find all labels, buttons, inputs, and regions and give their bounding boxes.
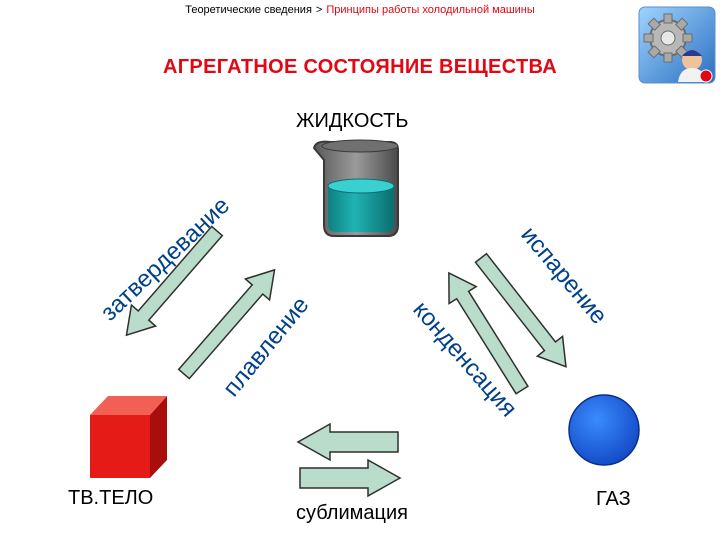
beaker-icon: [312, 139, 399, 237]
breadcrumb: Теоретические сведения>Принципы работы х…: [0, 4, 720, 16]
breadcrumb-root[interactable]: Теоретические сведения: [185, 4, 312, 16]
breadcrumb-separator: >: [315, 4, 323, 16]
state-label-liquid: ЖИДКОСТЬ: [296, 110, 409, 132]
page-title: АГРЕГАТНОЕ СОСТОЯНИЕ ВЕЩЕСТВА: [163, 56, 557, 78]
state-label-solid: ТВ.ТЕЛО: [68, 487, 154, 509]
gear-worker-logo-icon[interactable]: [638, 6, 716, 84]
arrow-melting: [177, 268, 276, 380]
arrow-solidification: [125, 225, 224, 337]
transition-label-solidification: затвердевание: [96, 192, 236, 326]
arrow-deposition: [296, 422, 399, 462]
arrow-evaporation: [474, 252, 567, 368]
arrow-sublimation: [299, 458, 402, 498]
cube-icon: [90, 396, 167, 478]
state-label-gas: ГАЗ: [596, 488, 631, 510]
breadcrumb-current[interactable]: Принципы работы холодильной машины: [326, 4, 535, 16]
arrow-condensation: [448, 271, 529, 395]
transition-label-sublimation: сублимация: [296, 502, 408, 524]
sphere-icon: [568, 394, 640, 466]
